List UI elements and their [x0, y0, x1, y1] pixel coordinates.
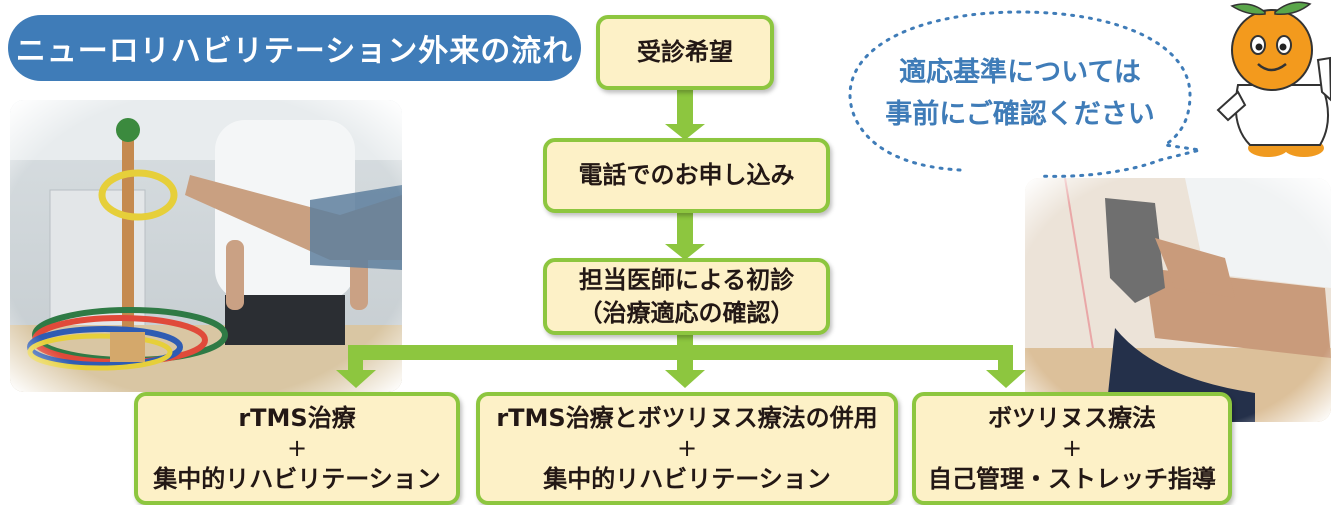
step3-line2: （治療適応の確認） — [578, 298, 795, 327]
ring-toss-photo — [10, 100, 402, 392]
step2-label: 電話でのお申し込み — [578, 161, 795, 190]
page-title: ニューロリハビリテーション外来の流れ — [8, 15, 581, 81]
option-botulinum-plus: + — [1061, 434, 1083, 463]
option-rtms-plus: + — [286, 434, 308, 463]
step-phone-application: 電話でのお申し込み — [543, 138, 830, 213]
step1-label: 受診希望 — [637, 38, 733, 67]
step-consultation-request: 受診希望 — [596, 15, 774, 90]
bubble-line1: 適応基準については — [899, 57, 1141, 88]
speech-bubble — [848, 10, 1201, 178]
option-combined-plus: + — [676, 434, 698, 463]
speech-bubble-text: 適応基準については 事前にご確認ください — [872, 52, 1168, 136]
option-rtms-botulinum: rTMS治療とボツリヌス療法の併用 + 集中的リハビリテーション — [476, 392, 898, 505]
option-combined-line1: rTMS治療とボツリヌス療法の併用 — [496, 403, 878, 432]
option-rtms: rTMS治療 + 集中的リハビリテーション — [134, 392, 460, 505]
bubble-line2: 事前にご確認ください — [885, 98, 1155, 130]
step3-line1: 担当医師による初診 — [578, 266, 795, 295]
mascot-icon — [1216, 1, 1331, 157]
option-botulinum-line1: ボツリヌス療法 — [988, 403, 1156, 432]
option-botulinum: ボツリヌス療法 + 自己管理・ストレッチ指導 — [912, 392, 1232, 505]
option-rtms-line2: 集中的リハビリテーション — [153, 464, 441, 493]
step-first-examination: 担当医師による初診 （治療適応の確認） — [543, 258, 830, 335]
option-rtms-line1: rTMS治療 — [238, 403, 356, 432]
option-botulinum-line2: 自己管理・ストレッチ指導 — [928, 464, 1216, 493]
option-combined-line2: 集中的リハビリテーション — [543, 464, 831, 493]
